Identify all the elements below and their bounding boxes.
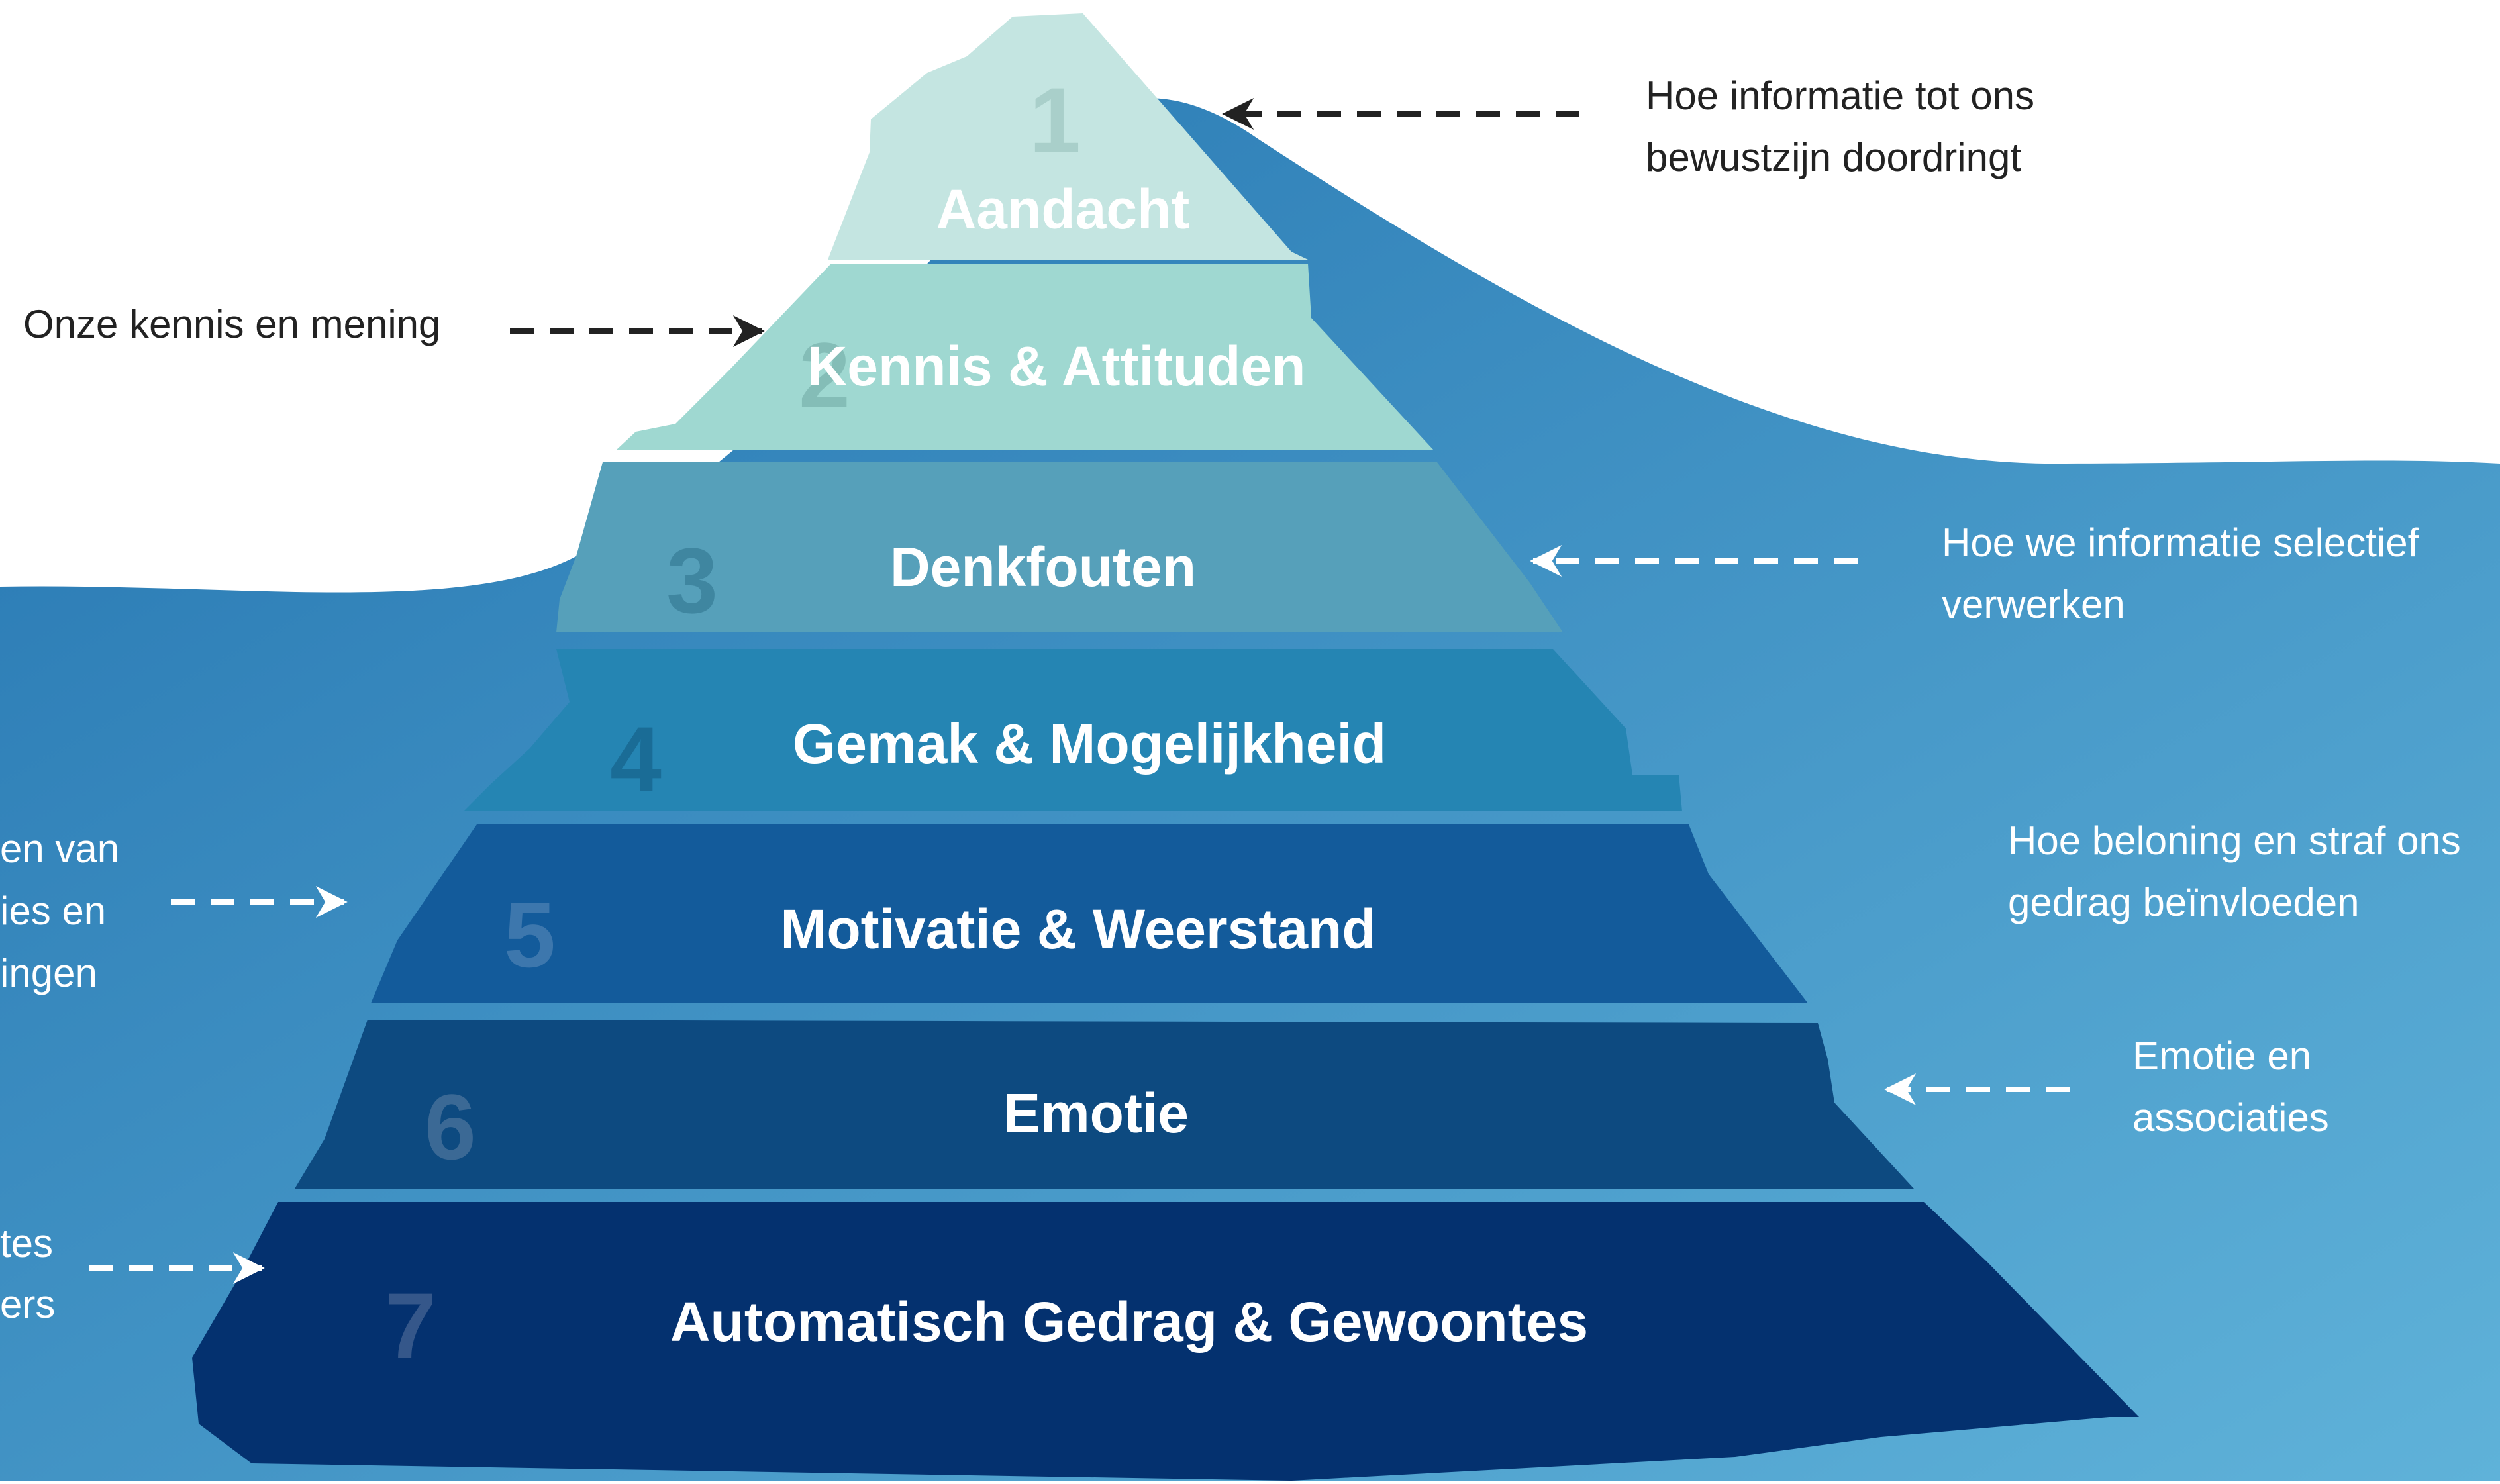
annotation-gemak-line3: ingen (0, 951, 97, 995)
annotation-gemak-line2: ies en (0, 889, 106, 933)
level-1-number: 1 (1029, 68, 1081, 172)
annotation-gemak-line1: en van (0, 826, 119, 871)
level-5-block (371, 824, 1808, 1003)
level-2-number: 2 (799, 323, 850, 427)
level-3-number: 3 (666, 528, 718, 632)
level-3-block (556, 462, 1563, 632)
level-7-label: Automatisch Gedrag & Gewoontes (670, 1291, 1588, 1353)
level-6-number: 6 (425, 1075, 476, 1179)
annotation-motivatie-line1: Hoe beloning en straf ons (2008, 818, 2461, 863)
level-2-label: Kennis & Attituden (807, 335, 1306, 397)
level-7-number: 7 (385, 1273, 436, 1377)
annotation-emotie-line1: Emotie en (2132, 1034, 2311, 1078)
annotation-kennis-line1: Onze kennis en mening (23, 302, 440, 346)
level-7-block (192, 1202, 2139, 1481)
annotation-motivatie-line2: gedrag beïnvloeden (2008, 880, 2359, 924)
level-5-number: 5 (504, 883, 556, 987)
level-4-block (464, 649, 1682, 811)
level-5-label: Motivatie & Weerstand (780, 898, 1375, 960)
annotation-aandacht-line2: bewustzijn doordringt (1646, 135, 2021, 179)
annotation-denkfouten-line1: Hoe we informatie selectief (1942, 520, 2419, 565)
annotation-denkfouten-line2: verwerken (1942, 582, 2125, 626)
level-4-label: Gemak & Mogelijkheid (793, 713, 1386, 775)
level-6-block (295, 1020, 1914, 1189)
level-1-label: Aandacht (936, 178, 1190, 240)
annotation-emotie-line2: associaties (2132, 1095, 2329, 1140)
level-3-label: Denkfouten (890, 536, 1196, 598)
level-6-label: Emotie (1003, 1082, 1189, 1144)
annotation-aandacht-line1: Hoe informatie tot ons (1646, 74, 2034, 118)
level-1-block (828, 13, 1308, 260)
annotation-automatisch-line1: tes (0, 1221, 53, 1265)
level-2-block (616, 264, 1434, 450)
annotation-automatisch-line2: ers (0, 1282, 55, 1326)
level-4-number: 4 (610, 707, 662, 811)
